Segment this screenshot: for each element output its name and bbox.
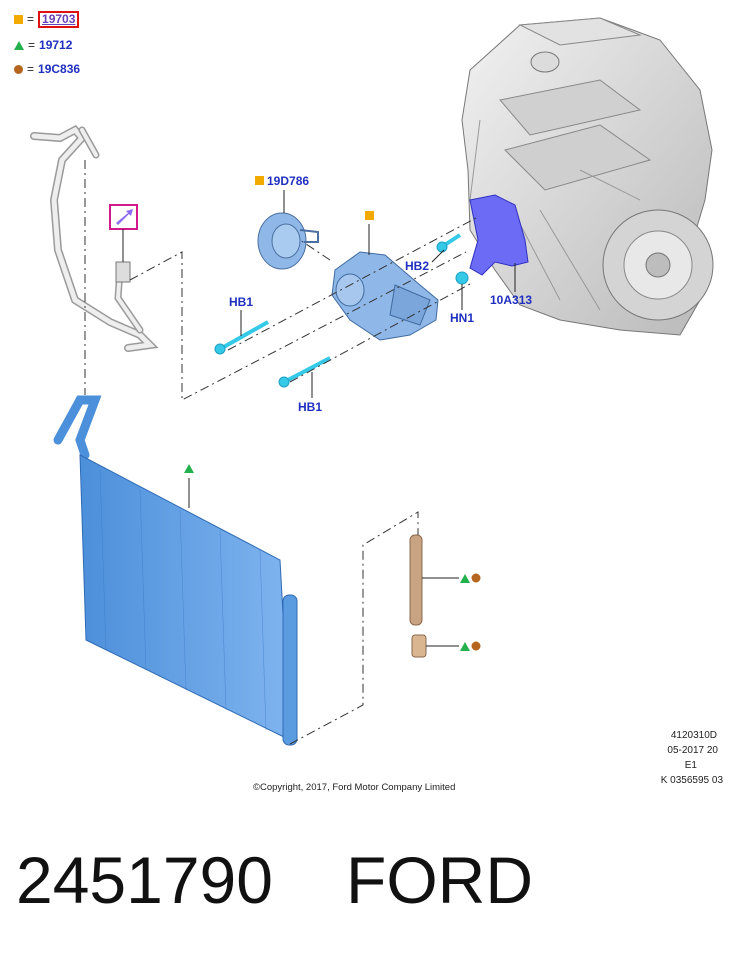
- label-bracket: 10A313: [490, 293, 533, 307]
- legend-row-square: = 19703: [14, 10, 80, 28]
- triangle-marker-icon: [184, 464, 194, 473]
- ref-line-4: K 0356595 03: [660, 775, 723, 786]
- copyright: ©Copyright, 2017, Ford Motor Company Lim…: [253, 782, 456, 793]
- clutch-19D786: [257, 212, 319, 270]
- brand: FORD: [346, 843, 533, 917]
- square-marker-icon: [14, 14, 23, 24]
- assembly-lines: [84, 160, 477, 745]
- triangle-marker-icon: [460, 642, 470, 651]
- ref-line-2: 05-2017 20: [667, 745, 718, 756]
- condenser: [53, 395, 298, 746]
- label-bolt-bracket: HB2: [405, 259, 430, 273]
- engine: [461, 17, 714, 336]
- legend-row-triangle: = 19712: [14, 37, 72, 53]
- bolts: [214, 233, 469, 388]
- square-marker-icon: [365, 211, 374, 220]
- label-bolt-lower: HB1: [298, 400, 323, 414]
- triangle-marker-icon: [14, 40, 24, 50]
- compressor: [331, 251, 439, 341]
- circle-marker-icon: [471, 641, 481, 651]
- arrow-icon: [116, 209, 133, 225]
- square-marker-icon: [255, 176, 264, 185]
- circle-marker-icon: [14, 64, 23, 74]
- legend-row-circle: = 19C836: [14, 61, 80, 77]
- diagram-markers: [184, 176, 481, 651]
- label-bolt-upper: HB1: [229, 295, 254, 309]
- drier: [409, 534, 427, 658]
- legend-equals: =: [27, 62, 35, 76]
- label-nut: HN1: [450, 311, 475, 325]
- leader-lines: [122, 190, 516, 647]
- legend-code-circle: 19C836: [38, 62, 81, 76]
- ac-hose: [30, 124, 159, 352]
- ref-line-3: E1: [684, 760, 697, 771]
- part-number: 2451790: [16, 843, 273, 917]
- bracket-10A313: [469, 194, 529, 276]
- label-clutch: 19D786: [267, 174, 310, 188]
- circle-marker-icon: [471, 573, 481, 583]
- triangle-marker-icon: [460, 574, 470, 583]
- legend-equals: =: [28, 38, 36, 52]
- ref-line-1: 4120310D: [670, 730, 717, 741]
- legend-code-square[interactable]: 19703: [38, 10, 80, 28]
- legend-equals: =: [27, 12, 35, 26]
- arrow-callout: [109, 204, 138, 230]
- legend-code-triangle: 19712: [39, 38, 73, 52]
